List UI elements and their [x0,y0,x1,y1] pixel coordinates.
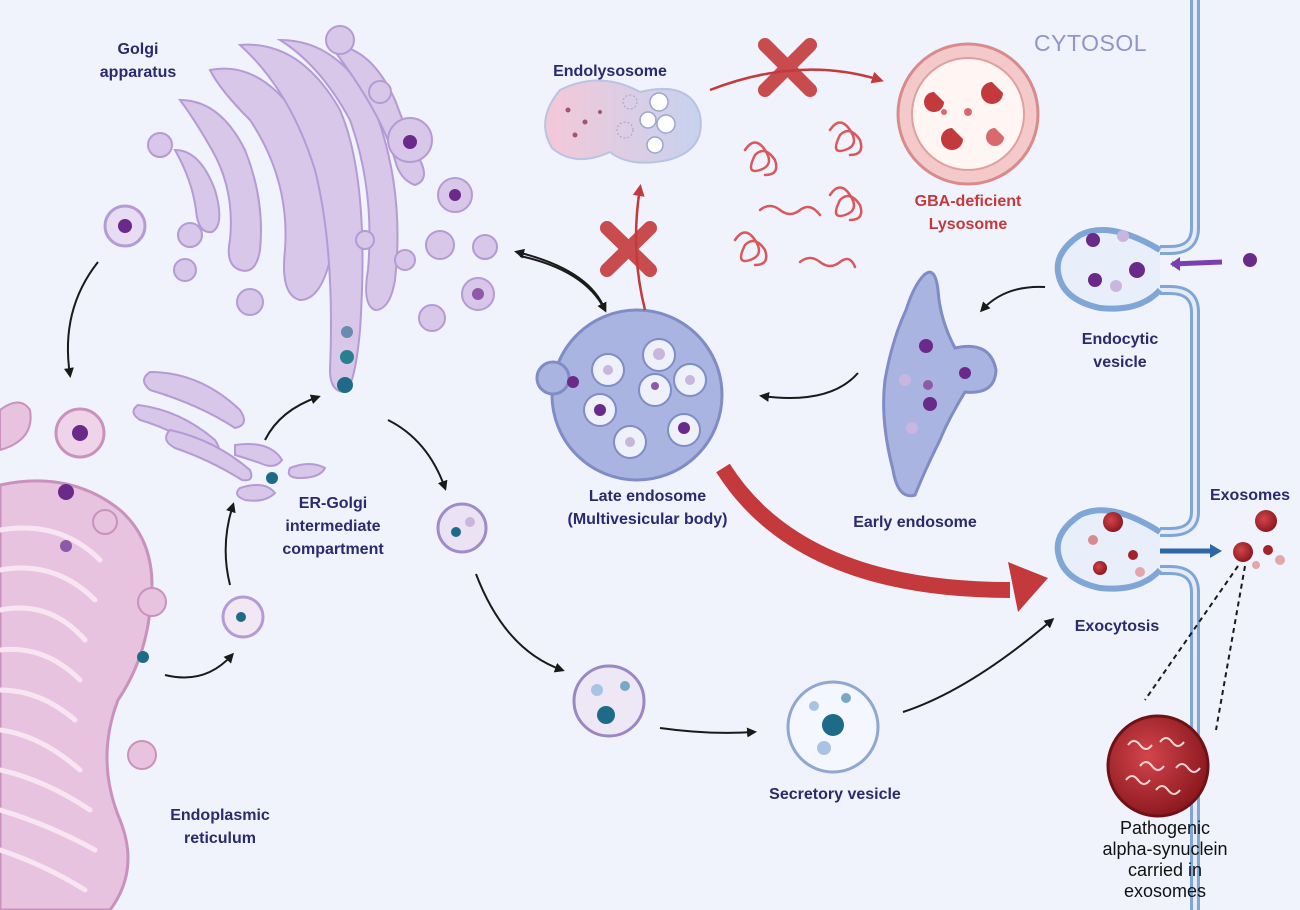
early-endosome-label: Early endosome [853,514,977,531]
golgi-cargo [337,135,484,393]
endoplasmic-reticulum [0,401,167,910]
late-endosome-label: Late endosome (Multivesicular body) [567,488,728,528]
golgi-apparatus-label: Golgi apparatus [99,41,177,81]
exocytosis-export-arrow [716,463,1048,612]
secretory-vesicle-label: Secretory vesicle [769,786,901,803]
alpha-synuclein-label: Pathogenic alpha-synuclein carried in ex… [1102,818,1228,901]
plasma-membrane [1160,0,1200,910]
endolysosome-label: Endolysosome [553,63,667,80]
exosomes-label: Exosomes [1209,487,1291,504]
ergic-label: ER-Golgi intermediate compartment [282,495,384,558]
ergic-tubules [132,370,327,502]
gba-lysosome-label: GBA-deficient Lysosome [914,193,1022,233]
gba-deficient-lysosome [896,42,1040,186]
released-exosomes [1144,510,1285,731]
exocytosis-vesicle [1054,507,1222,592]
cytosol-label: CYTOSOL [1034,30,1147,56]
blocked-degradation-arrow [600,184,657,311]
exocytosis-label: Exocytosis [1074,618,1160,635]
early-endosome [882,270,998,498]
transport-vesicles [103,204,880,774]
endoplasmic-reticulum-label: Endoplasmic reticulum [170,807,270,847]
endocytic-vesicle [1054,227,1257,312]
golgi-apparatus [147,25,498,394]
pathway-arrows [63,248,1055,738]
blocked-fusion-arrow [709,38,884,97]
alpha-synuclein-aggregates [733,121,863,269]
endocytic-vesicle-label: Endocytic vesicle [1081,331,1159,371]
endolysosome [544,79,702,164]
alpha-synuclein-exosome [1106,714,1210,818]
late-endosome [535,308,724,482]
